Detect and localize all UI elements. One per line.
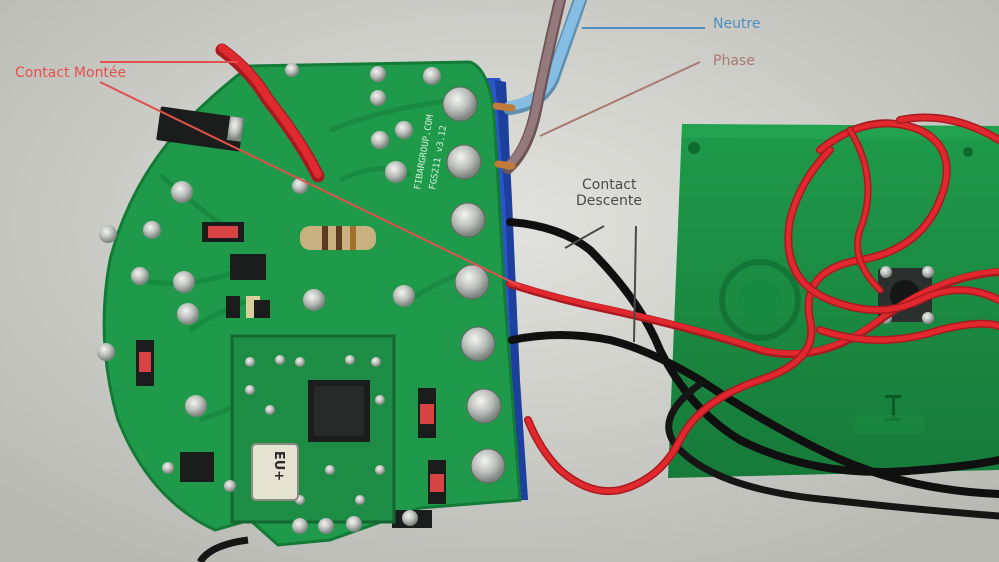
region-mark-text: EU+	[271, 451, 286, 481]
wire-descente	[506, 218, 999, 476]
label-contact-descente: Contact Descente	[576, 177, 642, 209]
terminal-screws	[442, 86, 506, 484]
eu-plus-chip	[251, 443, 299, 501]
montee-leader-diagonal	[99, 81, 521, 287]
label-contact-montee: Contact Montée	[15, 65, 127, 81]
rf-module: EU+	[230, 334, 396, 524]
label-contact-descente-line1: Contact	[582, 177, 637, 193]
label-contact-descente-line2: Descente	[576, 193, 642, 209]
descente-leader-down	[633, 225, 637, 343]
label-phase: Phase	[713, 53, 755, 69]
descente-leader-left	[564, 225, 605, 249]
label-neutre: Neutre	[713, 16, 761, 32]
wires	[215, 0, 999, 520]
annotation-lines	[99, 27, 705, 343]
main-pcb: EU+ FIBARGROUP.COM FGS211 v3.12	[97, 60, 522, 547]
phase-leader	[539, 61, 701, 137]
